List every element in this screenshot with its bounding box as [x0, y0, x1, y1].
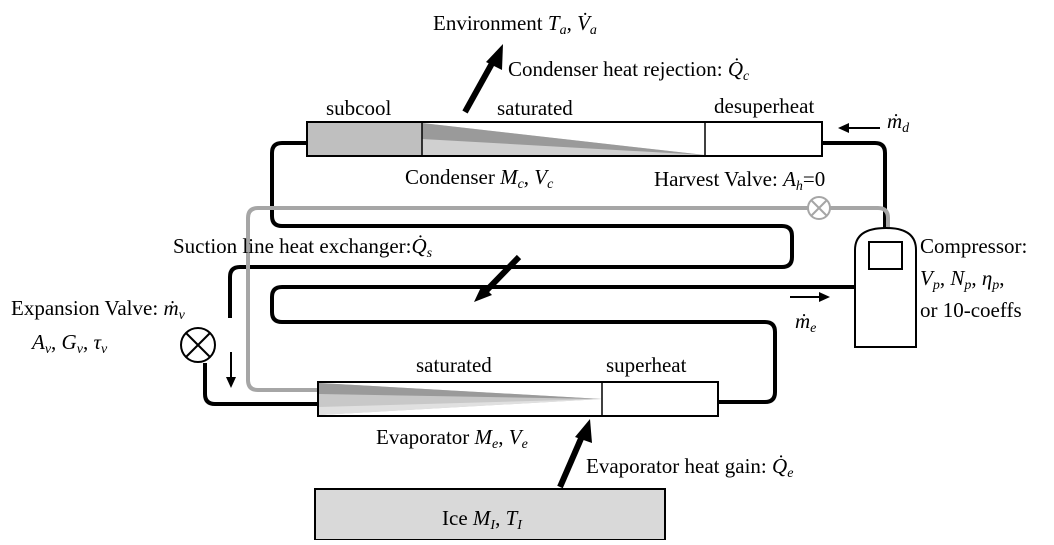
- evaporator-label: Evaporator Me, Ve: [376, 425, 528, 452]
- desuperheat-label: desuperheat: [714, 94, 814, 118]
- evaporator-saturated-label: saturated: [416, 353, 492, 377]
- me-flow-arrow: [790, 292, 830, 302]
- evaporator-heat-arrow: [557, 419, 592, 489]
- compressor-to-condenser-pipe: [822, 141, 887, 228]
- superheat-label: superheat: [606, 353, 687, 377]
- md-label: ṁd: [887, 109, 910, 136]
- mv-flow-arrow: [226, 352, 236, 388]
- compressor-params: Vp, Np, ηp,: [920, 266, 1005, 293]
- ice-block: [314, 488, 666, 541]
- md-flow-arrow: [838, 123, 880, 133]
- valve-to-evaporator-pipe: [203, 363, 318, 406]
- suction-hx-label: Suction line heat exchanger:Q̇s: [173, 234, 433, 261]
- condenser-heat-arrow: [462, 44, 503, 114]
- compressor-title: Compressor:: [920, 234, 1027, 258]
- evaporator-heat-label: Evaporator heat gain: Q̇e: [586, 454, 793, 481]
- ice-label: Ice MI, TI: [442, 506, 523, 533]
- condenser-saturated-label: saturated: [497, 96, 573, 120]
- subcool-label: subcool: [326, 96, 391, 120]
- suction-line-gray: [246, 206, 890, 392]
- condenser-heat-label: Condenser heat rejection: Q̇c: [508, 57, 750, 84]
- harvest-valve-icon: [807, 196, 831, 220]
- expansion-valve-icon: [180, 327, 216, 363]
- suction-hx-arrow: [474, 254, 522, 302]
- expansion-valve-params: Av, Gv, τv: [30, 330, 108, 357]
- compressor-inlet-pipe: [270, 285, 855, 404]
- condenser-to-shx-pipe: [228, 141, 794, 318]
- expansion-valve-title: Expansion Valve: ṁv: [11, 296, 186, 323]
- condenser-box: [306, 121, 823, 157]
- environment-label: Environment Ta, V̇a: [433, 11, 597, 38]
- harvest-valve-label: Harvest Valve: Ah=0: [654, 167, 825, 194]
- evaporator-box: [317, 381, 719, 417]
- compressor-coeffs: or 10-coeffs: [920, 298, 1022, 322]
- compressor-icon: [854, 226, 917, 348]
- me-label: ṁe: [795, 309, 816, 336]
- condenser-label: Condenser Mc, Vc: [405, 165, 554, 192]
